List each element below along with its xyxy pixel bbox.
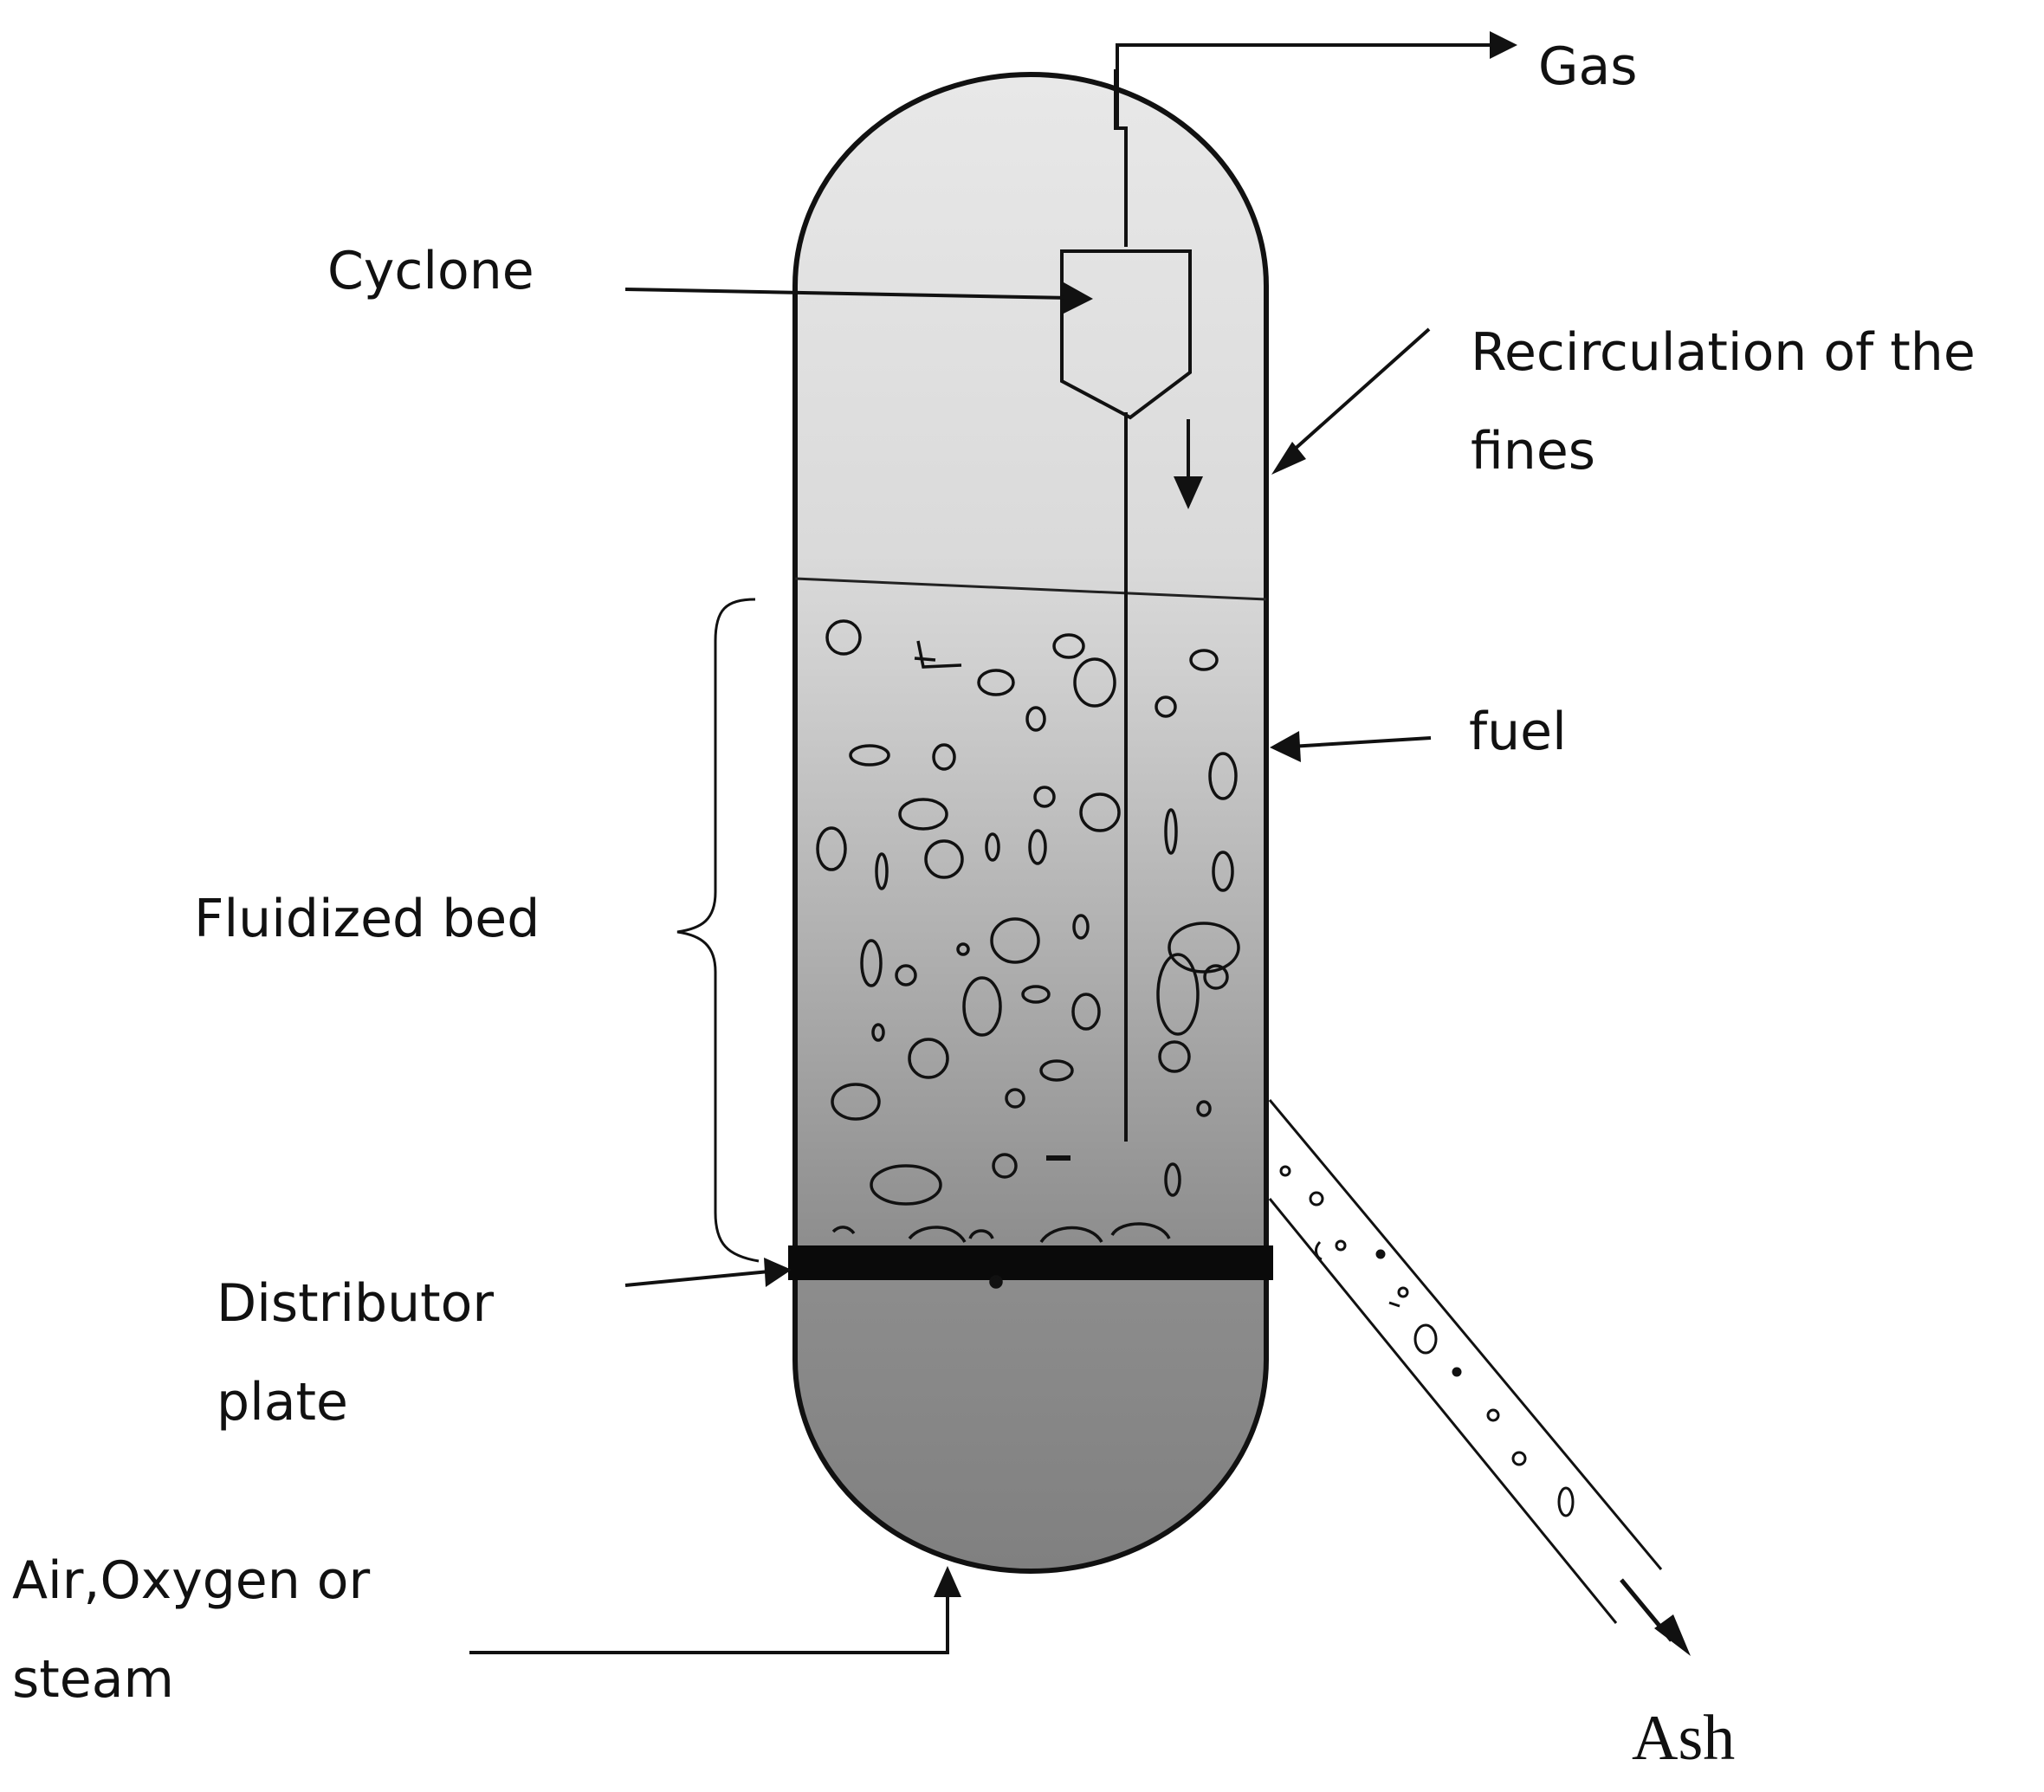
gas-label: Gas bbox=[1538, 36, 1638, 97]
chute-particles bbox=[1279, 1165, 1575, 1517]
cyclone-shape bbox=[1060, 249, 1192, 420]
air-label-line1: Air,Oxygen or bbox=[12, 1550, 371, 1611]
vessel-body bbox=[792, 72, 1269, 1574]
distributor-plate-label: Distributor plate bbox=[217, 1254, 494, 1452]
fluidized-bed-brace bbox=[676, 598, 760, 1263]
ash-chute-lower bbox=[1268, 1198, 1618, 1624]
recirculation-label: Recirculation of the fines bbox=[1471, 303, 1976, 501]
recirculation-label-line2: fines bbox=[1471, 421, 1595, 482]
cyclone-label: Cyclone bbox=[327, 241, 534, 301]
fuel-pointer-head bbox=[1270, 731, 1301, 762]
distributor-plate bbox=[788, 1245, 1273, 1280]
fuel-label: fuel bbox=[1469, 702, 1567, 762]
fluidized-bed-label: Fluidized bed bbox=[194, 889, 540, 949]
distributor-label-line2: plate bbox=[217, 1372, 348, 1433]
fines-down-arrow bbox=[1174, 476, 1203, 509]
recirculation-pointer-head bbox=[1271, 442, 1306, 475]
bed-bubbles bbox=[816, 619, 1240, 1289]
air-inlet-label: Air,Oxygen or steam bbox=[12, 1531, 370, 1729]
recirculation-label-line1: Recirculation of the bbox=[1471, 322, 1976, 383]
air-inlet-pipe bbox=[469, 1592, 949, 1654]
bed-surface-line bbox=[794, 577, 1267, 601]
air-label-line2: steam bbox=[12, 1649, 174, 1710]
distributor-label-line1: Distributor bbox=[217, 1273, 495, 1334]
gas-arrow-head bbox=[1490, 31, 1517, 59]
ash-arrow-head bbox=[1654, 1614, 1691, 1656]
ash-label: Ash bbox=[1632, 1703, 1736, 1774]
air-inlet-arrow-head bbox=[934, 1566, 961, 1597]
cyclone-pointer-head bbox=[1064, 282, 1093, 314]
ash-chute-upper bbox=[1268, 1099, 1663, 1570]
distributor-pointer-head bbox=[764, 1258, 792, 1287]
